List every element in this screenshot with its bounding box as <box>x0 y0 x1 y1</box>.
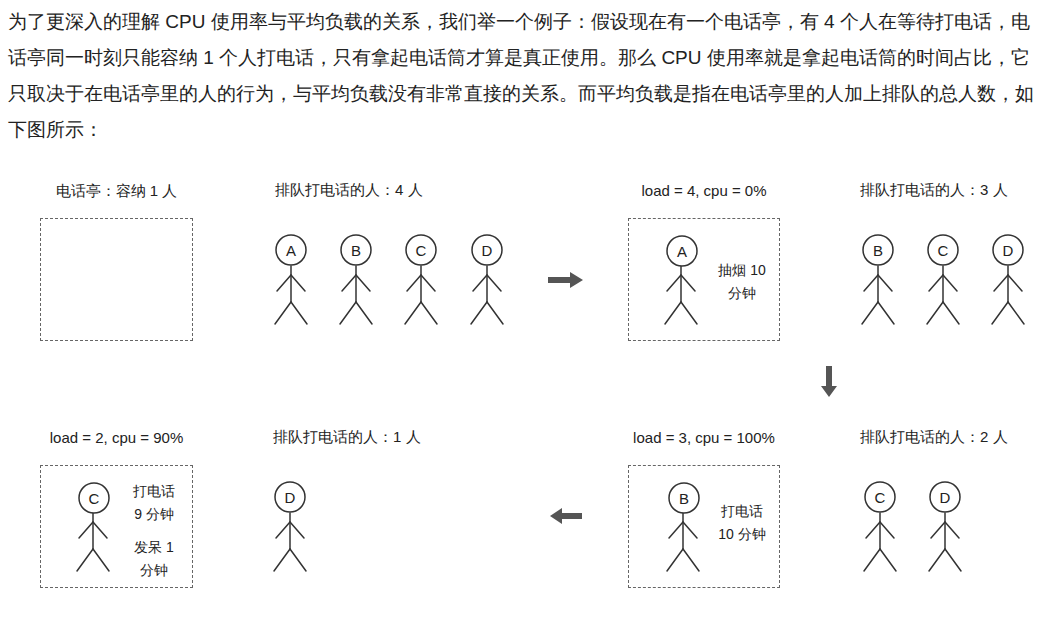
person-circle: D <box>929 481 961 513</box>
person-circle: C <box>78 482 110 514</box>
person-letter: C <box>938 243 949 258</box>
activity-note: 抽烟 10 分钟 <box>714 259 770 305</box>
activity-note: 打电话 9 分钟 <box>129 480 179 526</box>
queue-label: 排队打电话的人：2 人 <box>860 427 1008 447</box>
stick-figure-body <box>77 513 109 571</box>
stick-figure-body <box>665 266 697 324</box>
stick-figure-body <box>471 266 503 324</box>
person-circle: A <box>275 234 307 266</box>
phone-booth-box: load = 3, cpu = 100%打电话 10 分钟B <box>628 465 780 588</box>
person-circle: D <box>471 234 503 266</box>
person-letter: B <box>679 491 689 506</box>
phone-booth-box: load = 2, cpu = 90%打电话 9 分钟发呆 1 分钟C <box>40 465 193 588</box>
activity-note: 发呆 1 分钟 <box>129 536 179 582</box>
person-letter: D <box>940 490 951 505</box>
flow-arrow <box>548 272 583 288</box>
person-circle: C <box>405 234 437 266</box>
stick-figure-body <box>275 266 307 324</box>
head-outline <box>341 235 371 265</box>
head-outline <box>993 235 1023 265</box>
person-circle: B <box>668 482 700 514</box>
booth-heading: 电话亭：容纳 1 人 <box>56 181 178 201</box>
stick-figure-body <box>862 266 894 324</box>
booth-heading: load = 4, cpu = 0% <box>641 181 766 201</box>
stick-figure-body <box>929 513 961 571</box>
stick-figure-body <box>667 513 699 571</box>
head-outline <box>667 236 697 266</box>
activity-note: 打电话 10 分钟 <box>713 500 771 546</box>
flow-arrow <box>550 508 582 524</box>
person-circle: C <box>864 481 896 513</box>
head-outline <box>669 483 699 513</box>
person-letter: A <box>677 244 687 259</box>
stick-figure-body <box>340 266 372 324</box>
person-circle: C <box>927 234 959 266</box>
intro-paragraph: 为了更深入的理解 CPU 使用率与平均负载的关系，我们举一个例子：假设现在有一个… <box>8 4 1048 148</box>
queue-label: 排队打电话的人：4 人 <box>275 180 423 200</box>
head-outline <box>79 483 109 513</box>
phone-booth-box: load = 4, cpu = 0%抽烟 10 分钟A <box>628 218 780 341</box>
person-circle: B <box>340 234 372 266</box>
head-outline <box>472 235 502 265</box>
person-letter: B <box>351 243 361 258</box>
booth-heading: load = 3, cpu = 100% <box>633 428 775 448</box>
person-letter: C <box>89 491 100 506</box>
person-letter: B <box>873 243 883 258</box>
stick-figure-body <box>927 266 959 324</box>
stick-figure-body <box>405 266 437 324</box>
stick-figure-body <box>274 513 306 571</box>
queue-label: 排队打电话的人：3 人 <box>860 180 1008 200</box>
phone-booth-box: 电话亭：容纳 1 人 <box>40 218 193 341</box>
person-letter: D <box>285 490 296 505</box>
person-letter: D <box>1003 243 1014 258</box>
stick-figure-bodies <box>77 266 1024 571</box>
person-circle: D <box>992 234 1024 266</box>
head-outline <box>865 482 895 512</box>
person-circle: B <box>862 234 894 266</box>
head-outline <box>930 482 960 512</box>
head-outline <box>406 235 436 265</box>
person-letter: C <box>416 243 427 258</box>
flow-arrow <box>821 366 837 397</box>
head-outline <box>928 235 958 265</box>
person-letter: A <box>286 243 296 258</box>
head-outline <box>276 235 306 265</box>
booth-heading: load = 2, cpu = 90% <box>50 428 183 448</box>
person-letter: D <box>482 243 493 258</box>
head-outline <box>863 235 893 265</box>
person-letter: C <box>875 490 886 505</box>
stick-figure-body <box>864 513 896 571</box>
queue-label: 排队打电话的人：1 人 <box>273 427 421 447</box>
head-outline <box>275 482 305 512</box>
person-circle: D <box>274 481 306 513</box>
stick-figure-body <box>992 266 1024 324</box>
person-circle: A <box>666 235 698 267</box>
